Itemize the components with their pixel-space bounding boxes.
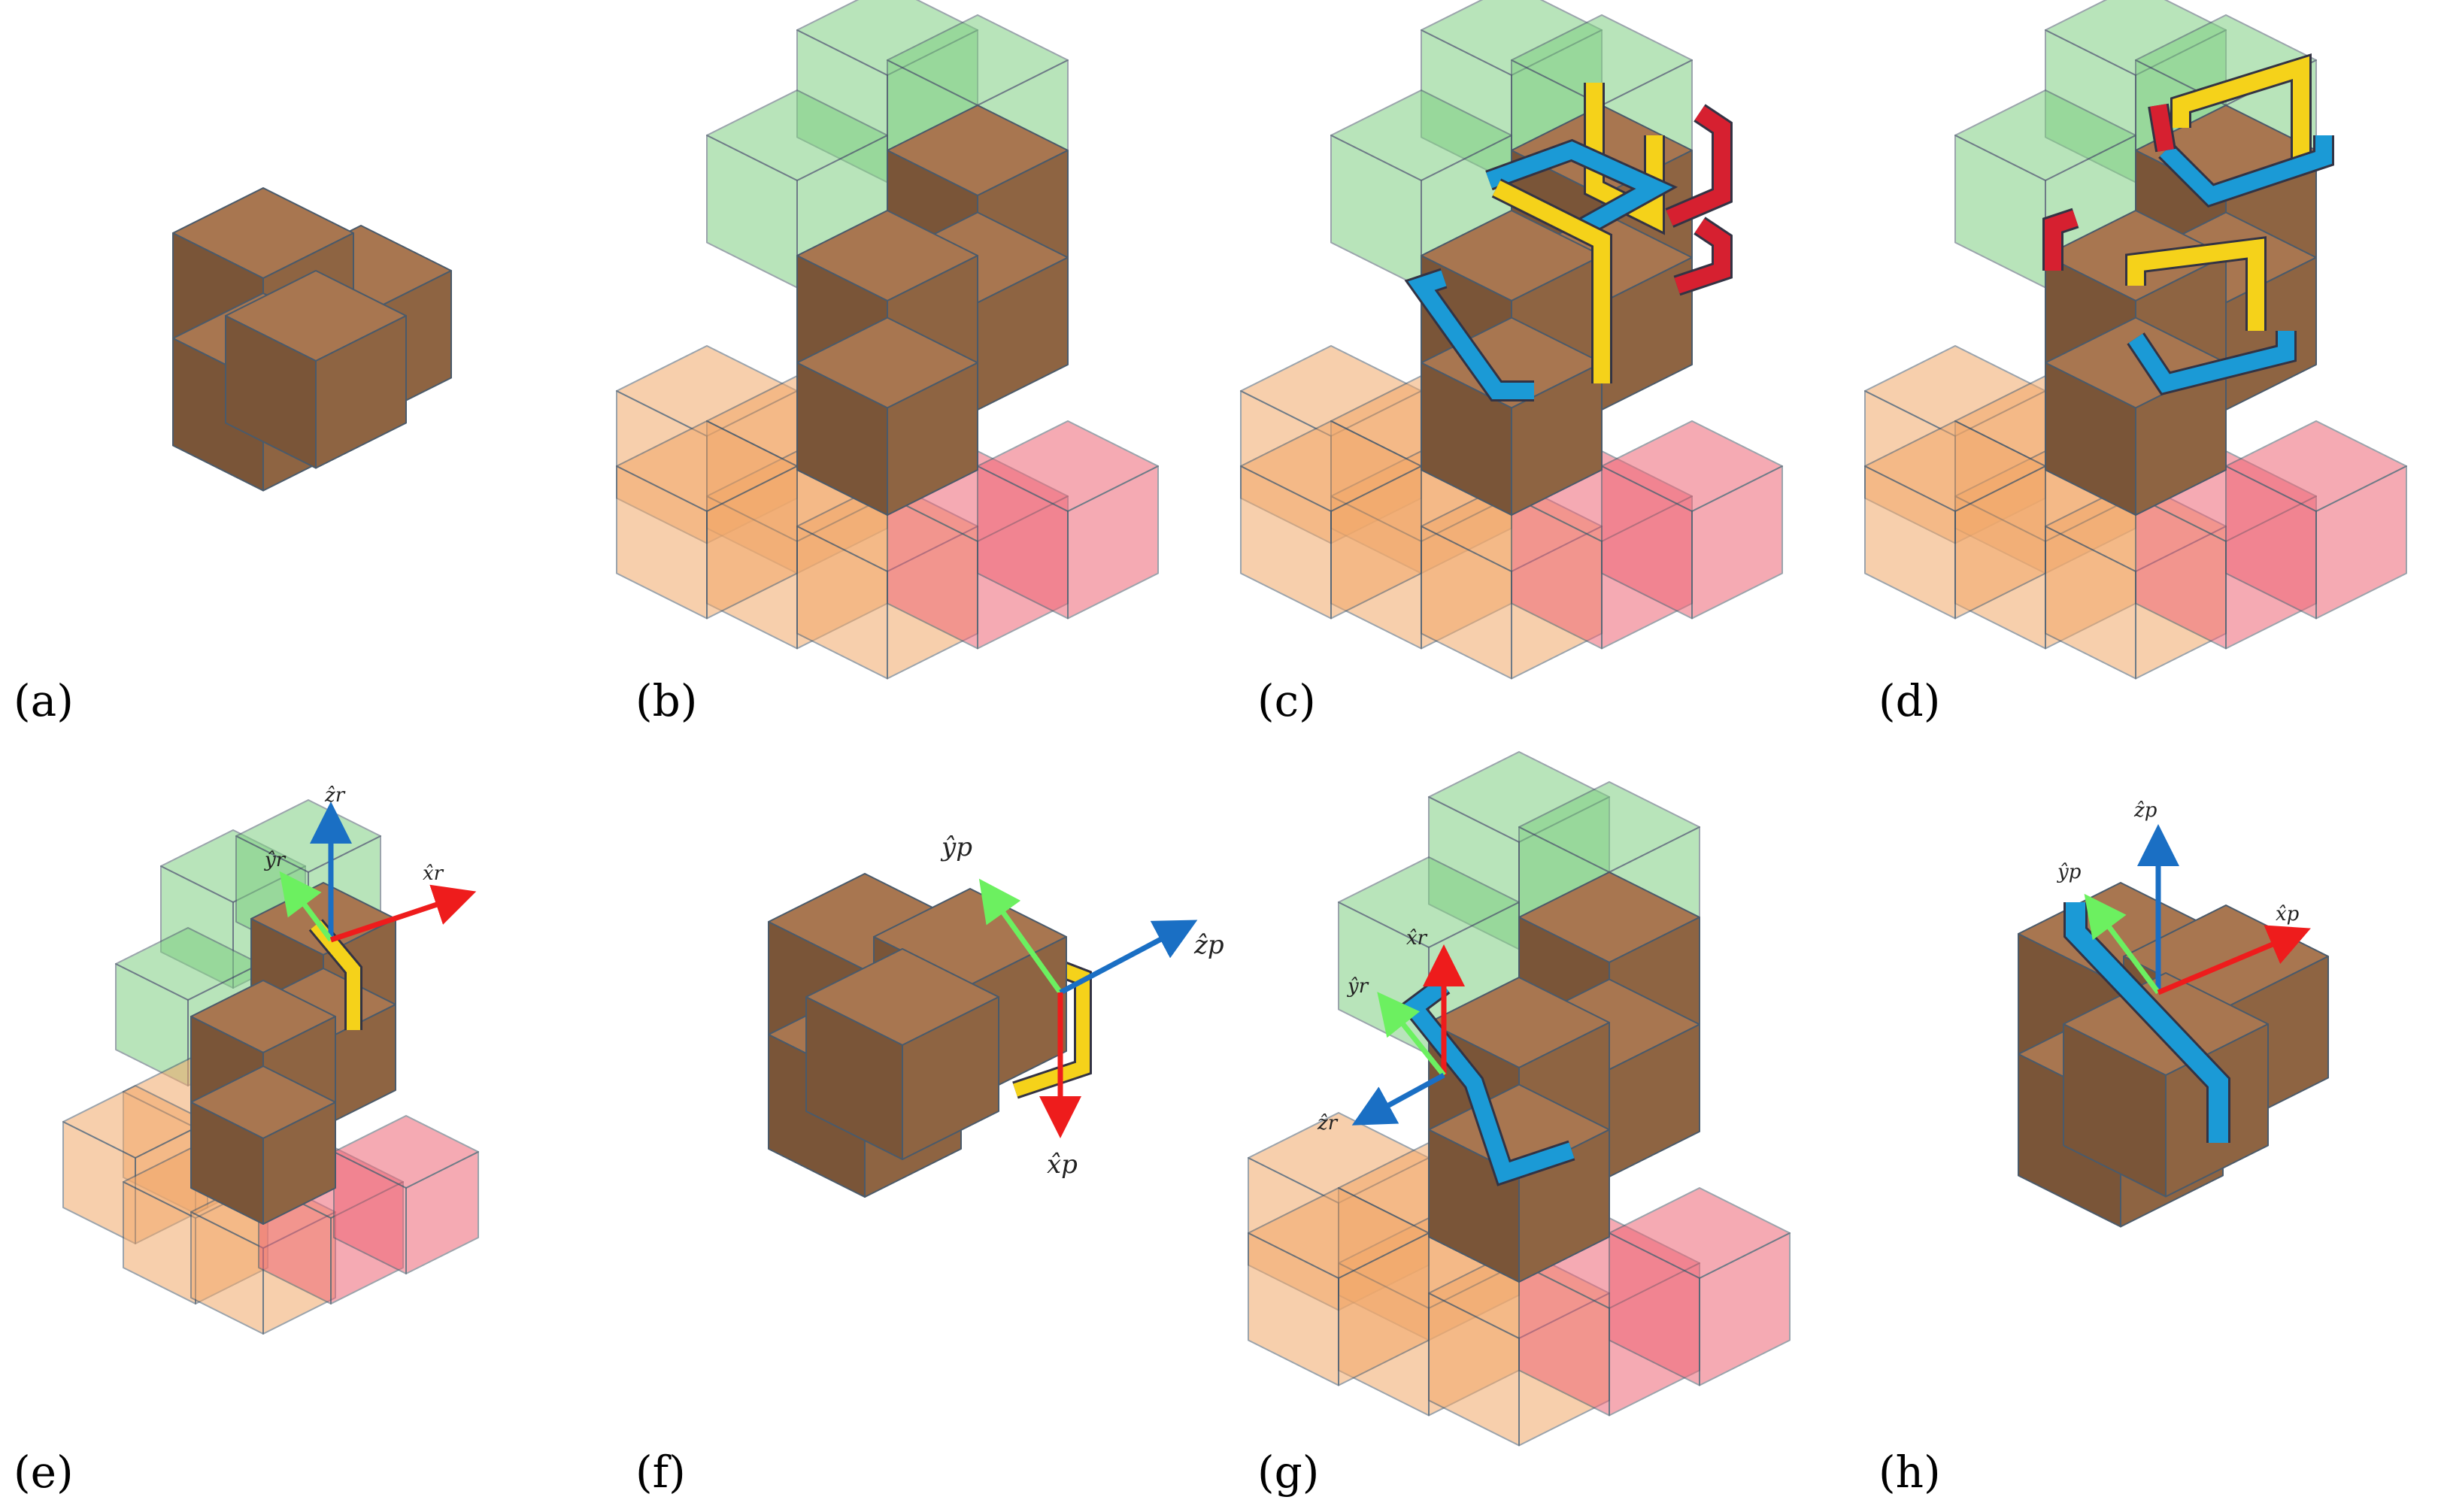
axis-arrow-f-y	[978, 878, 1063, 995]
red-cube-right	[1691, 465, 1783, 620]
axis-arrow-g-z	[1351, 1072, 1445, 1126]
red-cube-right	[2315, 465, 2407, 620]
orange-cube-right	[1954, 465, 2046, 620]
axis-label-g-y: ŷr	[1347, 975, 1369, 998]
panel-d	[1864, 0, 2407, 680]
panel-b	[616, 0, 1159, 680]
orange-cube-right	[1338, 1232, 1430, 1386]
red-cube-right	[1067, 465, 1159, 620]
axis-label-f-y: ŷp	[940, 832, 972, 862]
orange-cube-right	[706, 465, 798, 620]
panel-label-a: (a)	[14, 675, 74, 726]
orange-cube-right	[1330, 465, 1422, 620]
panel-f	[768, 873, 1198, 1198]
axis-arrow-h-y	[2084, 893, 2160, 995]
axis-arrow-g-y	[1377, 992, 1446, 1077]
panel-h	[2018, 824, 2329, 1228]
axis-label-g-z: ẑr	[1317, 1112, 1339, 1135]
axis-arrow-e-y	[279, 871, 333, 942]
panel-c	[1240, 0, 1783, 680]
panel-label-d: (d)	[1878, 675, 1940, 726]
panel-a	[172, 187, 452, 492]
axis-label-e-x: x̂r	[423, 862, 444, 885]
crimson-bar	[2045, 210, 2079, 271]
yellow-bar	[2173, 56, 2309, 158]
blue-bar	[1402, 978, 1575, 1183]
crimson-bar	[1674, 218, 1730, 294]
yellow-bar	[1493, 180, 1610, 383]
crimson-bar	[1666, 105, 1730, 226]
axis-label-h-z: ẑp	[2133, 799, 2157, 822]
panel-e	[62, 799, 479, 1335]
axis-label-g-x: x̂r	[1406, 927, 1428, 950]
box-cube-right	[902, 996, 999, 1160]
box-cube-right	[315, 315, 407, 469]
panel-g	[1248, 751, 1791, 1447]
axis-label-f-z: ẑp	[1193, 930, 1224, 960]
axis-arrow-h-x	[2157, 925, 2311, 995]
box-cube-right	[887, 362, 978, 516]
axis-label-e-y: ŷr	[264, 849, 287, 871]
red-cube-right	[1699, 1232, 1791, 1386]
blue-bar	[2160, 135, 2332, 205]
axis-label-e-z: ẑr	[324, 784, 346, 807]
panel-label-f: (f)	[635, 1447, 686, 1498]
panel-label-e: (e)	[14, 1447, 74, 1498]
crimson-bar	[2150, 104, 2174, 152]
blue-bar	[1408, 270, 1534, 399]
axis-label-f-x: x̂p	[1047, 1150, 1078, 1180]
panel-label-h: (h)	[1878, 1447, 1941, 1498]
axis-arrow-f-z	[1059, 920, 1198, 995]
red-cube-right	[405, 1151, 479, 1274]
panel-label-b: (b)	[635, 675, 697, 726]
box-cube-right	[262, 1101, 336, 1225]
blue-bar	[2066, 902, 2228, 1143]
axis-label-h-x: x̂p	[2276, 903, 2300, 926]
axis-arrow-e-x	[329, 884, 477, 943]
panel-label-g: (g)	[1257, 1447, 1319, 1498]
yellow-bar	[2127, 238, 2264, 331]
blue-bar	[2128, 331, 2294, 393]
panel-label-c: (c)	[1257, 675, 1316, 726]
axis-label-h-y: ŷp	[2057, 861, 2082, 883]
